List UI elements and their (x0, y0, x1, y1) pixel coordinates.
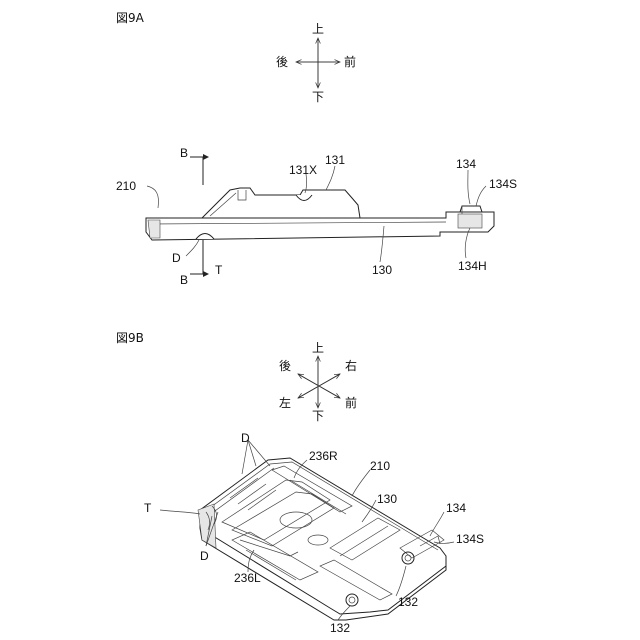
label-d: D (172, 251, 181, 265)
label-d-top: D (241, 431, 250, 445)
label-132-bottom: 132 (330, 621, 350, 635)
direction-back: 後 (279, 359, 291, 373)
direction-down: 下 (312, 90, 324, 104)
plate-side-view (146, 154, 494, 277)
label-131x: 131X (289, 163, 317, 177)
label-210: 210 (116, 179, 136, 193)
direction-indicator-9b: 上 下 後 右 左 前 (279, 341, 357, 423)
label-131: 131 (325, 153, 345, 167)
label-134: 134 (446, 501, 466, 515)
direction-front: 前 (345, 395, 357, 410)
label-130: 130 (372, 263, 392, 277)
label-134s: 134S (456, 532, 484, 546)
figure-9b: 図9B 上 下 後 右 左 前 (116, 331, 484, 635)
label-130: 130 (377, 492, 397, 506)
label-section-b-bottom: B (180, 273, 188, 287)
direction-up: 上 (312, 341, 324, 355)
label-134h: 134H (458, 259, 487, 273)
label-236l: 236L (234, 571, 261, 585)
figure-9b-title: 図9B (116, 331, 144, 345)
label-d-bottom: D (200, 549, 209, 563)
label-132-right: 132 (398, 595, 418, 609)
direction-up: 上 (312, 22, 324, 36)
label-134: 134 (456, 157, 476, 171)
direction-down: 下 (312, 409, 324, 423)
direction-front: 前 (344, 54, 356, 69)
figure-9a: 図9A 上 下 後 前 (116, 11, 517, 287)
label-236r: 236R (309, 449, 338, 463)
direction-indicator-9a: 上 下 後 前 (276, 22, 356, 104)
direction-left: 左 (279, 395, 291, 410)
direction-right: 右 (345, 358, 357, 373)
label-t: T (215, 263, 223, 277)
label-section-b-top: B (180, 146, 188, 160)
label-210: 210 (370, 459, 390, 473)
figure-9a-title: 図9A (116, 11, 145, 25)
direction-back: 後 (276, 55, 288, 69)
label-t: T (144, 501, 152, 515)
label-134s: 134S (489, 177, 517, 191)
